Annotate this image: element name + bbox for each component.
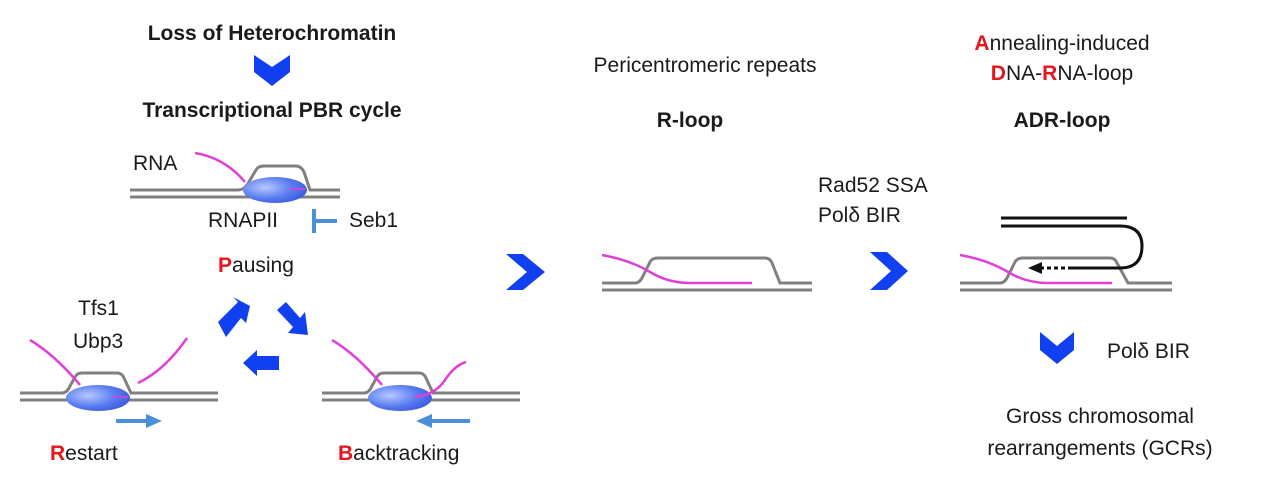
pbr-cycle-title: Transcriptional PBR cycle <box>142 99 401 122</box>
chevron-down-icon <box>254 55 290 86</box>
pausing-label: Pausing <box>218 254 294 277</box>
pericentromeric-caption: Pericentromeric repeats <box>594 54 817 77</box>
backtracking-label: Backtracking <box>338 442 459 465</box>
arrow-down-right-icon <box>277 302 308 335</box>
adr-caption-line2: DNA-RNA-loop <box>991 62 1133 85</box>
r-loop-structure <box>601 253 812 292</box>
backward-arrow-icon <box>416 414 432 428</box>
factor-ubp3: Ubp3 <box>73 330 123 353</box>
pold-bir-label: Polδ BIR <box>1107 340 1190 363</box>
rna-label: RNA <box>133 152 177 175</box>
chevron-right-icon <box>870 252 908 290</box>
forward-arrow-icon <box>146 414 162 428</box>
backtracking-complex: Backtracking <box>322 338 520 465</box>
seb1-label: Seb1 <box>349 209 398 232</box>
rnapii-label: RNAPII <box>208 209 278 232</box>
factor-tfs1: Tfs1 <box>78 297 119 320</box>
adr-caption-line1: Annealing-induced <box>974 32 1149 55</box>
inhibit-icon <box>312 209 337 233</box>
mechanism-pold: Polδ BIR <box>818 204 901 227</box>
gcr-line2: rearrangements (GCRs) <box>987 437 1212 460</box>
arrow-left-icon <box>243 350 279 376</box>
restart-label: Restart <box>50 442 118 465</box>
r-loop-title: R-loop <box>657 109 723 132</box>
gcr-line1: Gross chromosomal <box>1006 405 1194 428</box>
restart-complex: Tfs1 Ubp3 Restart <box>20 297 218 465</box>
adr-loop-structure <box>959 216 1172 292</box>
pausing-complex: RNA RNAPII Seb1 Pausing <box>130 151 398 277</box>
mechanism-rad52: Rad52 SSA <box>818 174 928 197</box>
chevron-down-icon <box>1040 332 1074 364</box>
rna-strand <box>194 151 246 183</box>
chevron-right-icon <box>506 254 545 290</box>
synthesis-arrow-icon <box>1028 262 1042 274</box>
heterochromatin-title: Loss of Heterochromatin <box>148 22 397 45</box>
arrow-up-right-icon <box>218 297 250 337</box>
rnapii-ellipse <box>243 177 307 203</box>
adr-loop-title: ADR-loop <box>1014 109 1111 132</box>
